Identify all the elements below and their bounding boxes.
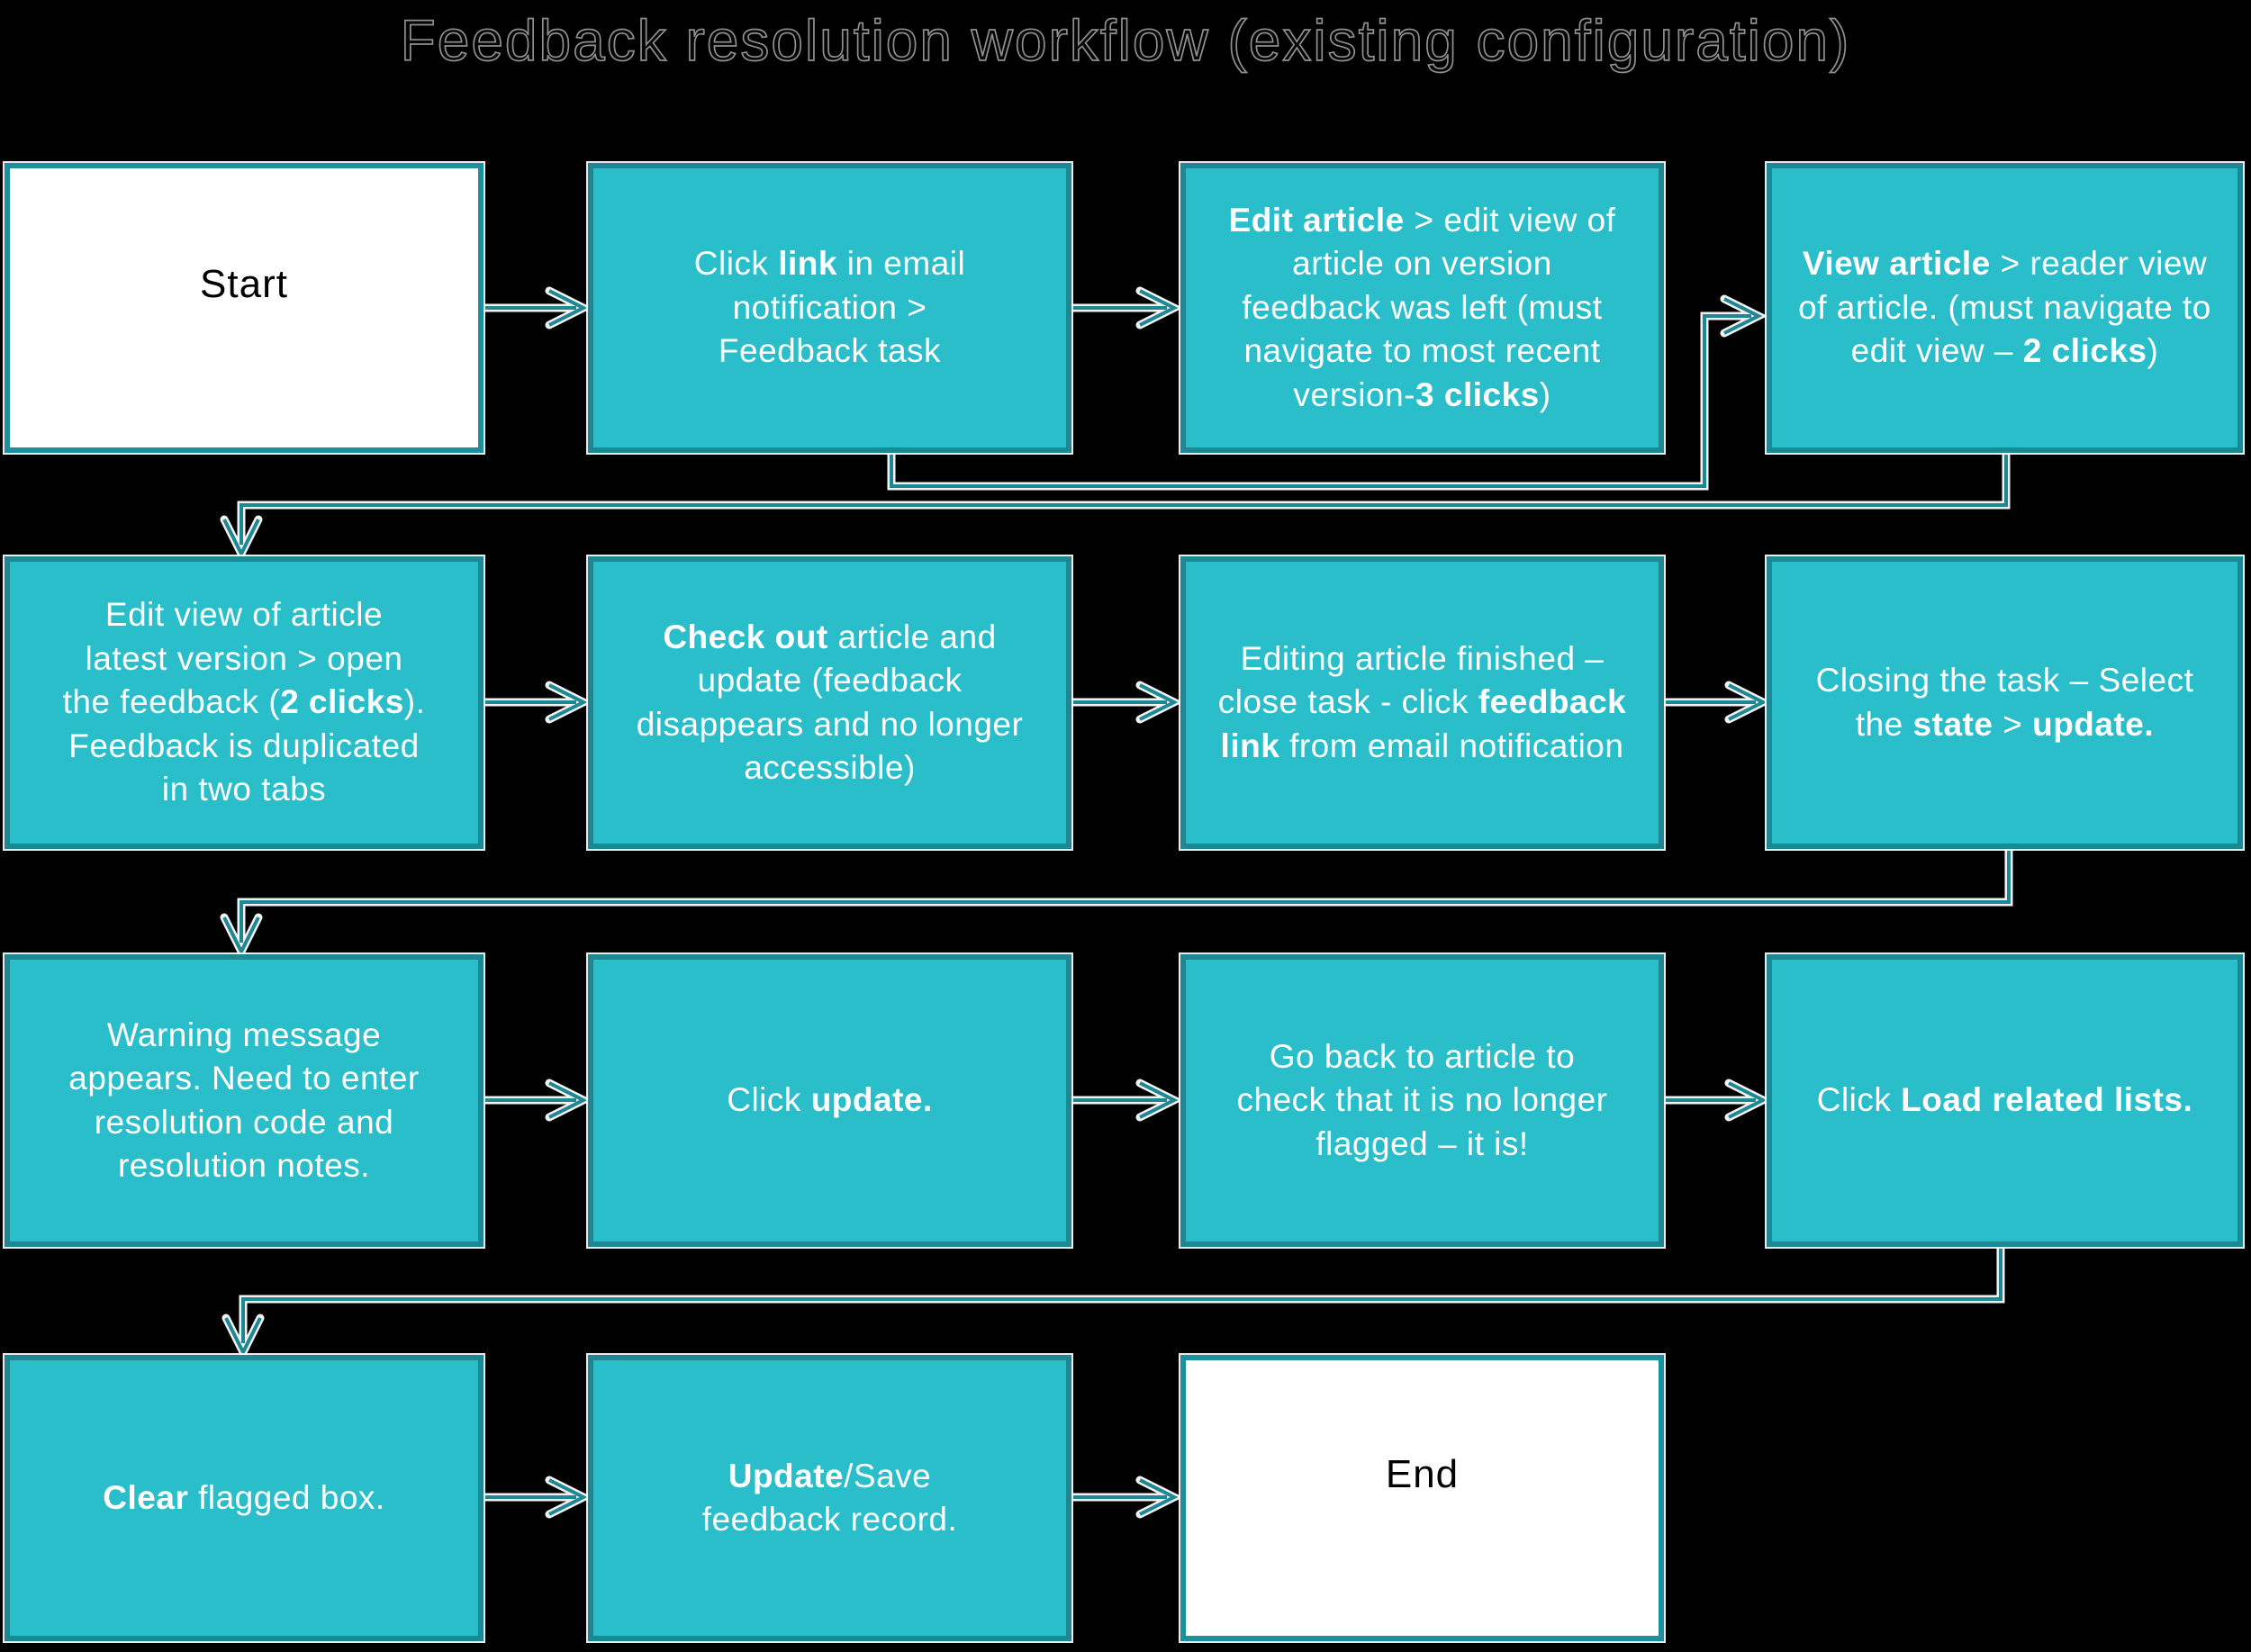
node-clear-flagged-label: Clear flagged box. — [103, 1478, 385, 1516]
node-go-back-label: Go back to article to check that it is n… — [1236, 1037, 1608, 1162]
node-editing-finished-label: Editing article finished – close task - … — [1217, 639, 1627, 764]
node-closing-task-label: Closing the task – Select the state > up… — [1815, 662, 2194, 743]
connector-warning-to-click-update — [479, 1079, 593, 1122]
connector-closing-task-to-warning — [220, 846, 2013, 961]
node-end: End — [1180, 1355, 1664, 1641]
node-load-related: Click Load related lists. — [1767, 954, 2243, 1247]
connector-update-save-to-end — [1067, 1476, 1184, 1519]
connector-check-out-to-editing-finished — [1067, 681, 1184, 724]
node-check-out-label: Check out article and update (feedback d… — [636, 618, 1024, 786]
node-edit-view-label: Edit view of article latest version > op… — [62, 596, 426, 808]
connector-editing-finished-to-closing-task — [1659, 681, 1773, 724]
node-editing-finished: Editing article finished – close task - … — [1180, 556, 1664, 849]
connector-start-to-click-link — [479, 286, 593, 329]
node-edit-article: Edit article > edit view of article on v… — [1180, 163, 1664, 453]
node-update-save: Update/Save feedback record. — [588, 1355, 1071, 1641]
connector-click-link-to-edit-article — [1067, 286, 1184, 329]
node-start-label: Start — [200, 262, 288, 307]
node-warning: Warning message appears. Need to enter r… — [5, 954, 484, 1247]
node-check-out: Check out article and update (feedback d… — [588, 556, 1071, 849]
node-click-link: Click link in email notification > Feedb… — [588, 163, 1071, 453]
connector-edit-view-to-check-out — [479, 681, 593, 724]
node-start: Start — [5, 163, 484, 453]
node-closing-task: Closing the task – Select the state > up… — [1767, 556, 2243, 849]
connector-view-article-to-edit-view — [220, 450, 2011, 564]
connector-load-related-to-clear-flagged — [221, 1244, 2005, 1362]
node-end-label: End — [1385, 1452, 1460, 1497]
node-view-article: View article > reader view of article. (… — [1767, 163, 2243, 453]
node-go-back: Go back to article to check that it is n… — [1180, 954, 1664, 1247]
node-clear-flagged: Clear flagged box. — [5, 1355, 484, 1641]
connector-click-update-to-go-back — [1067, 1079, 1184, 1122]
node-warning-label: Warning message appears. Need to enter r… — [68, 1016, 420, 1184]
node-click-update-label: Click update. — [727, 1081, 933, 1119]
node-edit-view: Edit view of article latest version > op… — [5, 556, 484, 849]
node-view-article-label: View article > reader view of article. (… — [1798, 245, 2211, 370]
connector-clear-flagged-to-update-save — [479, 1476, 593, 1519]
node-update-save-label: Update/Save feedback record. — [701, 1457, 958, 1538]
node-load-related-label: Click Load related lists. — [1816, 1081, 2193, 1119]
connector-go-back-to-load-related — [1659, 1079, 1773, 1122]
diagram-title: Feedback resolution workflow (existing c… — [400, 7, 1851, 74]
node-click-update: Click update. — [588, 954, 1071, 1247]
node-edit-article-label: Edit article > edit view of article on v… — [1228, 201, 1616, 413]
node-click-link-label: Click link in email notification > Feedb… — [693, 245, 966, 370]
